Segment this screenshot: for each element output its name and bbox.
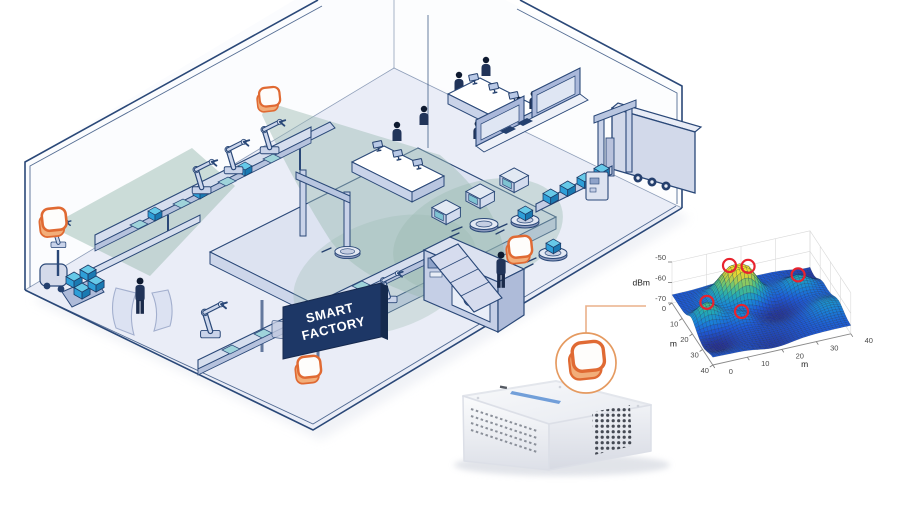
x-tick-label: 30 — [830, 344, 838, 353]
z-axis-label: dBm — [633, 278, 650, 288]
agv-robot — [334, 245, 361, 260]
y-tick-label: 30 — [690, 351, 698, 360]
palletizer-machine — [585, 171, 609, 201]
x-tick-label: 20 — [796, 351, 804, 360]
device-speaker-grille — [592, 405, 632, 455]
forklift-agv — [39, 250, 68, 293]
beacon-icon — [254, 85, 283, 114]
truck — [605, 102, 703, 194]
peak-marker-circle — [790, 267, 806, 283]
y-tick-label: 10 — [670, 320, 678, 329]
beacon-icon — [36, 205, 70, 240]
beacon-icon — [503, 233, 535, 266]
device-logo-mark — [499, 385, 508, 390]
conveyor-items — [129, 153, 282, 230]
agv-robot — [469, 218, 499, 233]
pallet-of-boxes — [61, 264, 105, 308]
y-axis-label: m — [670, 339, 677, 349]
device-vents — [470, 408, 538, 453]
mezzanine-office — [350, 56, 589, 313]
office-cubicles — [473, 67, 589, 153]
smart-factory-sign: SMART FACTORY — [282, 282, 388, 360]
measurement-device — [454, 380, 670, 476]
peak-marker-circle — [740, 258, 756, 274]
agv-robots — [321, 205, 568, 269]
z-tick-label: -50 — [655, 253, 666, 262]
peak-marker-circle — [699, 294, 715, 310]
beacon-icon — [565, 338, 608, 383]
loading-area — [431, 99, 703, 226]
y-tick-label: 0 — [662, 304, 666, 313]
peak-marker-circle — [721, 257, 738, 274]
z-tick-label: -70 — [655, 294, 666, 303]
x-tick-label: 10 — [761, 359, 769, 368]
y-tick-label: 20 — [680, 335, 688, 344]
left-floor-area — [39, 214, 201, 336]
office-worker — [481, 56, 491, 76]
office-worker — [392, 121, 402, 141]
ar-display-worker — [111, 277, 173, 336]
z-tick-label: -60 — [655, 274, 666, 283]
office-worker — [419, 105, 429, 125]
y-tick-label: 40 — [701, 366, 709, 375]
x-tick-label: 0 — [729, 367, 733, 376]
x-tick-label: 40 — [865, 336, 873, 345]
stairs — [429, 243, 503, 313]
beacon-callout — [555, 305, 646, 394]
production-line — [94, 119, 351, 255]
device-brand-stripe — [510, 391, 561, 404]
office-desk-row — [350, 105, 446, 203]
callout-connector-line — [585, 305, 646, 333]
x-axis-label: m — [801, 359, 808, 369]
beacon-icon — [292, 353, 324, 386]
peak-marker-circle — [733, 303, 750, 320]
